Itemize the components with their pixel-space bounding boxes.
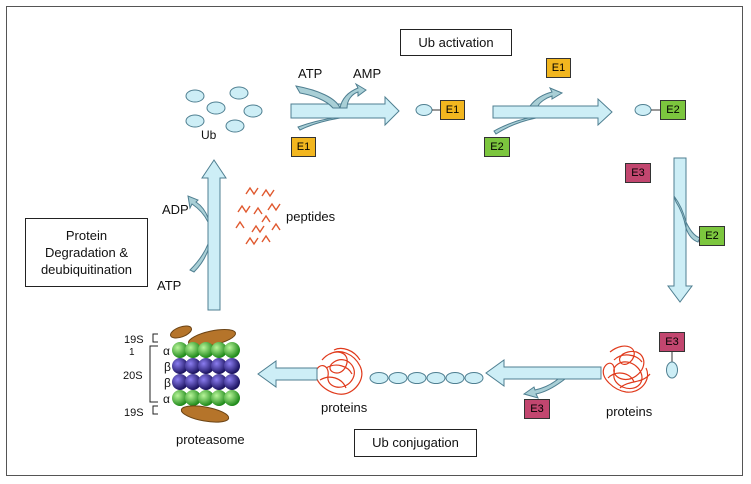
beta-ring-bottom <box>172 374 240 390</box>
chain-ub <box>445 372 465 384</box>
adp-label: ADP <box>162 202 189 217</box>
proteasome <box>170 325 240 423</box>
proteasome-arrow <box>257 360 318 388</box>
one-label: 1 <box>129 347 135 358</box>
degradation-arrow <box>187 159 227 311</box>
proteasome-brackets <box>149 333 158 415</box>
alpha-ring-top <box>172 342 240 358</box>
conjugation-arrow <box>485 359 602 399</box>
e1-entry-curve <box>297 117 341 131</box>
e2-tag-ub: E2 <box>660 100 686 120</box>
ub-label: Ub <box>201 128 217 142</box>
atp-top-label: ATP <box>298 66 322 81</box>
alpha-ring-bottom <box>172 390 240 406</box>
e3-tag-conjugation-arrow: E3 <box>524 399 550 419</box>
proteasome-label: proteasome <box>176 432 245 447</box>
alpha-label-bottom: α <box>163 392 170 406</box>
polyubiquitin-chain <box>369 372 484 384</box>
ub-molecule <box>229 86 249 100</box>
proteins-left-label: proteins <box>321 400 368 415</box>
protein-degradation-title: Protein Degradation & deubiquitination <box>25 218 148 287</box>
e3-attached-ub <box>666 361 678 379</box>
cap-bottom <box>180 405 230 423</box>
beta-label-top: β <box>164 360 171 374</box>
ub-molecule <box>206 101 226 115</box>
ub-molecule <box>185 114 205 128</box>
activation-arrow-2 <box>492 87 613 135</box>
ub-e1-ub <box>415 104 433 116</box>
ub-molecule <box>243 104 263 118</box>
ub-molecule <box>225 119 245 133</box>
e2-tag-right-arrow: E2 <box>699 226 725 246</box>
e3-tag-right-arrow: E3 <box>625 163 651 183</box>
alpha-label-top: α <box>163 344 170 358</box>
chain-ub <box>407 372 427 384</box>
e1-tag-first-arrow: E1 <box>291 137 316 157</box>
s19-bottom-label: 19S <box>124 407 144 419</box>
atp-amp-curve-arrow <box>295 85 341 109</box>
beta-label-bottom: β <box>164 376 171 390</box>
ub-molecule <box>185 89 205 103</box>
amp-label: AMP <box>353 66 381 81</box>
chain-ub <box>369 372 389 384</box>
peptides-label: peptides <box>286 209 336 224</box>
ub-cluster <box>185 86 263 133</box>
cap-left-lobe <box>170 325 192 339</box>
ub-e2-ub <box>634 104 652 116</box>
atp-left-label: ATP <box>157 278 181 293</box>
chain-ub <box>464 372 484 384</box>
proteins-right-label: proteins <box>606 404 653 419</box>
e2-tag-second-arrow: E2 <box>484 137 510 157</box>
ub-activation-title: Ub activation <box>400 29 512 56</box>
ub-conjugation-title: Ub conjugation <box>354 429 477 457</box>
s19-top-label: 19S <box>124 334 144 346</box>
diagram-frame <box>6 6 743 476</box>
transfer-arrow-right <box>667 157 701 303</box>
protein-tangle-left <box>315 347 363 395</box>
beta-ring-top <box>172 358 240 374</box>
e1-tag-ub: E1 <box>440 100 465 120</box>
chain-ub <box>388 372 408 384</box>
s20-label: 20S <box>123 370 143 382</box>
e1-tag-second-arrow: E1 <box>546 58 571 78</box>
peptides-cluster <box>235 186 281 246</box>
chain-ub <box>426 372 446 384</box>
protein-tangle-right <box>602 345 651 393</box>
e3-tag-protein: E3 <box>659 332 685 352</box>
activation-arrow-1 <box>290 82 400 131</box>
